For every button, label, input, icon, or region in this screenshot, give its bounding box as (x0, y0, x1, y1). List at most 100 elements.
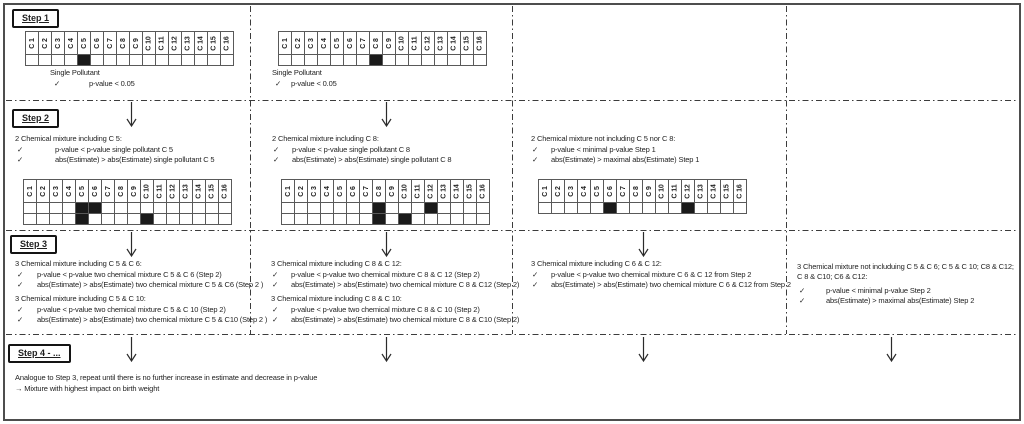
grid-cell (101, 213, 115, 225)
grid-cell (408, 54, 422, 66)
flow-arrow-down (126, 102, 137, 128)
criterion-text: abs(Estimate) > maximal abs(Estimate) St… (826, 296, 975, 305)
grid-cell (668, 202, 682, 214)
grid-cell-filled (369, 54, 383, 66)
grid-cell (205, 202, 219, 214)
grid-header-cell: C 16 (476, 179, 490, 203)
grid-cell (153, 202, 167, 214)
grid-header-cell: C 9 (642, 179, 656, 203)
grid-cell (114, 202, 128, 214)
grid-cell (307, 213, 321, 225)
grid-cell (62, 202, 76, 214)
criterion-row: ✓ p-value < p-value two chemical mixture… (272, 305, 480, 315)
grid-cell (205, 213, 219, 225)
step3-label: Step 3 (10, 235, 58, 254)
grid-cell (179, 213, 193, 225)
grid-cell (333, 213, 347, 225)
grid-cell (385, 213, 399, 225)
criterion-text: abs(Estimate) > maximal abs(Estimate) St… (551, 155, 700, 164)
criterion-row: ✓ abs(Estimate) > abs(Estimate) two chem… (17, 280, 263, 290)
grid-cell (343, 54, 357, 66)
step4-conclusion: → Mixture with highest impact on birth w… (15, 384, 160, 393)
grid-cell (116, 54, 130, 66)
mixture-title: 2 Chemical mixture including C 5: (15, 134, 122, 143)
grid-header-cell: C 2 (38, 31, 52, 55)
criterion-row: ✓ abs(Estimate) > abs(Estimate) two chem… (272, 315, 519, 325)
grid-header-cell: C 9 (382, 31, 396, 55)
criterion-text: p-value < 0.05 (291, 79, 337, 88)
criterion-text: abs(Estimate) > abs(Estimate) two chemic… (291, 280, 520, 289)
grid-cell (166, 202, 180, 214)
grid-cell-filled (75, 213, 89, 225)
criterion-row: ✓ p-value < minimal p-value Step 1 (532, 145, 656, 155)
criterion-row: ✓ abs(Estimate) > abs(Estimate) two chem… (272, 280, 519, 290)
grid-cell (127, 213, 141, 225)
grid-cell (411, 213, 425, 225)
grid-header-cell: C 7 (103, 31, 117, 55)
grid-header-cell: C 4 (62, 179, 76, 203)
grid-header-cell: C 2 (294, 179, 308, 203)
flow-arrow-down (126, 337, 137, 363)
grid-cell (463, 213, 477, 225)
grid-header-cell: C 12 (681, 179, 695, 203)
grid-header-cell: C 5 (590, 179, 604, 203)
grid-cell (476, 202, 490, 214)
grid-header-cell: C 15 (460, 31, 474, 55)
mixture-title: 2 Chemical mixture including C 8: (272, 134, 379, 143)
check-icon: ✓ (17, 315, 24, 324)
check-icon: ✓ (17, 280, 24, 289)
grid-cell (694, 202, 708, 214)
grid-header-cell: C 12 (168, 31, 182, 55)
grid-cell (720, 202, 734, 214)
grid-header-cell: C 5 (333, 179, 347, 203)
check-icon: ✓ (532, 270, 539, 279)
grid-header-cell: C 8 (369, 31, 383, 55)
grid-header-cell: C 12 (421, 31, 435, 55)
grid-header-cell: C 3 (49, 179, 63, 203)
grid-cell (642, 202, 656, 214)
divider-step3-step4 (6, 334, 1018, 335)
grid-cell (101, 202, 115, 214)
grid-cell (590, 202, 604, 214)
divider-col3-col4 (786, 6, 787, 334)
criterion-text: abs(Estimate) > abs(Estimate) single pol… (292, 155, 452, 164)
step2-label: Step 2 (12, 109, 60, 128)
grid-header-cell: C 1 (538, 179, 552, 203)
check-icon: ✓ (272, 315, 279, 324)
grid-cell-filled (372, 202, 386, 214)
flow-arrow-down (638, 337, 649, 363)
grid-cell (437, 213, 451, 225)
mixture-title: 3 Chemical mixture including C 6 & C 12: (531, 259, 662, 268)
grid-cell (281, 213, 295, 225)
grid-header-cell: C 7 (356, 31, 370, 55)
grid-cell-filled (424, 202, 438, 214)
grid-cell-filled (398, 213, 412, 225)
grid-header-cell: C 9 (127, 179, 141, 203)
criterion-row: ✓ p-value < 0.05 (275, 79, 337, 89)
criterion-row: ✓ p-value < p-value single pollutant C 8 (273, 145, 410, 155)
grid-header-cell: C 8 (116, 31, 130, 55)
check-icon: ✓ (272, 305, 279, 314)
flow-arrow-down (381, 232, 392, 258)
mixture-title: 3 Chemical mixture including C 5 & C 6: (15, 259, 142, 268)
grid-header-cell: C 16 (218, 179, 232, 203)
grid-cell (179, 202, 193, 214)
grid-cell (220, 54, 234, 66)
grid-header-cell: C 3 (51, 31, 65, 55)
check-icon: ✓ (54, 79, 61, 88)
grid-header-cell: C 6 (90, 31, 104, 55)
grid-cell (304, 54, 318, 66)
grid-header-cell: C 13 (179, 179, 193, 203)
criterion-text: abs(Estimate) > abs(Estimate) two chemic… (37, 315, 268, 324)
grid-header-cell: C 11 (155, 31, 169, 55)
grid-header-cell: C 5 (330, 31, 344, 55)
check-icon: ✓ (273, 145, 280, 154)
grid-cell (64, 54, 78, 66)
grid-cell (320, 213, 334, 225)
grid-header-cell: C 13 (694, 179, 708, 203)
outer-frame (3, 3, 1021, 421)
check-icon: ✓ (532, 145, 539, 154)
